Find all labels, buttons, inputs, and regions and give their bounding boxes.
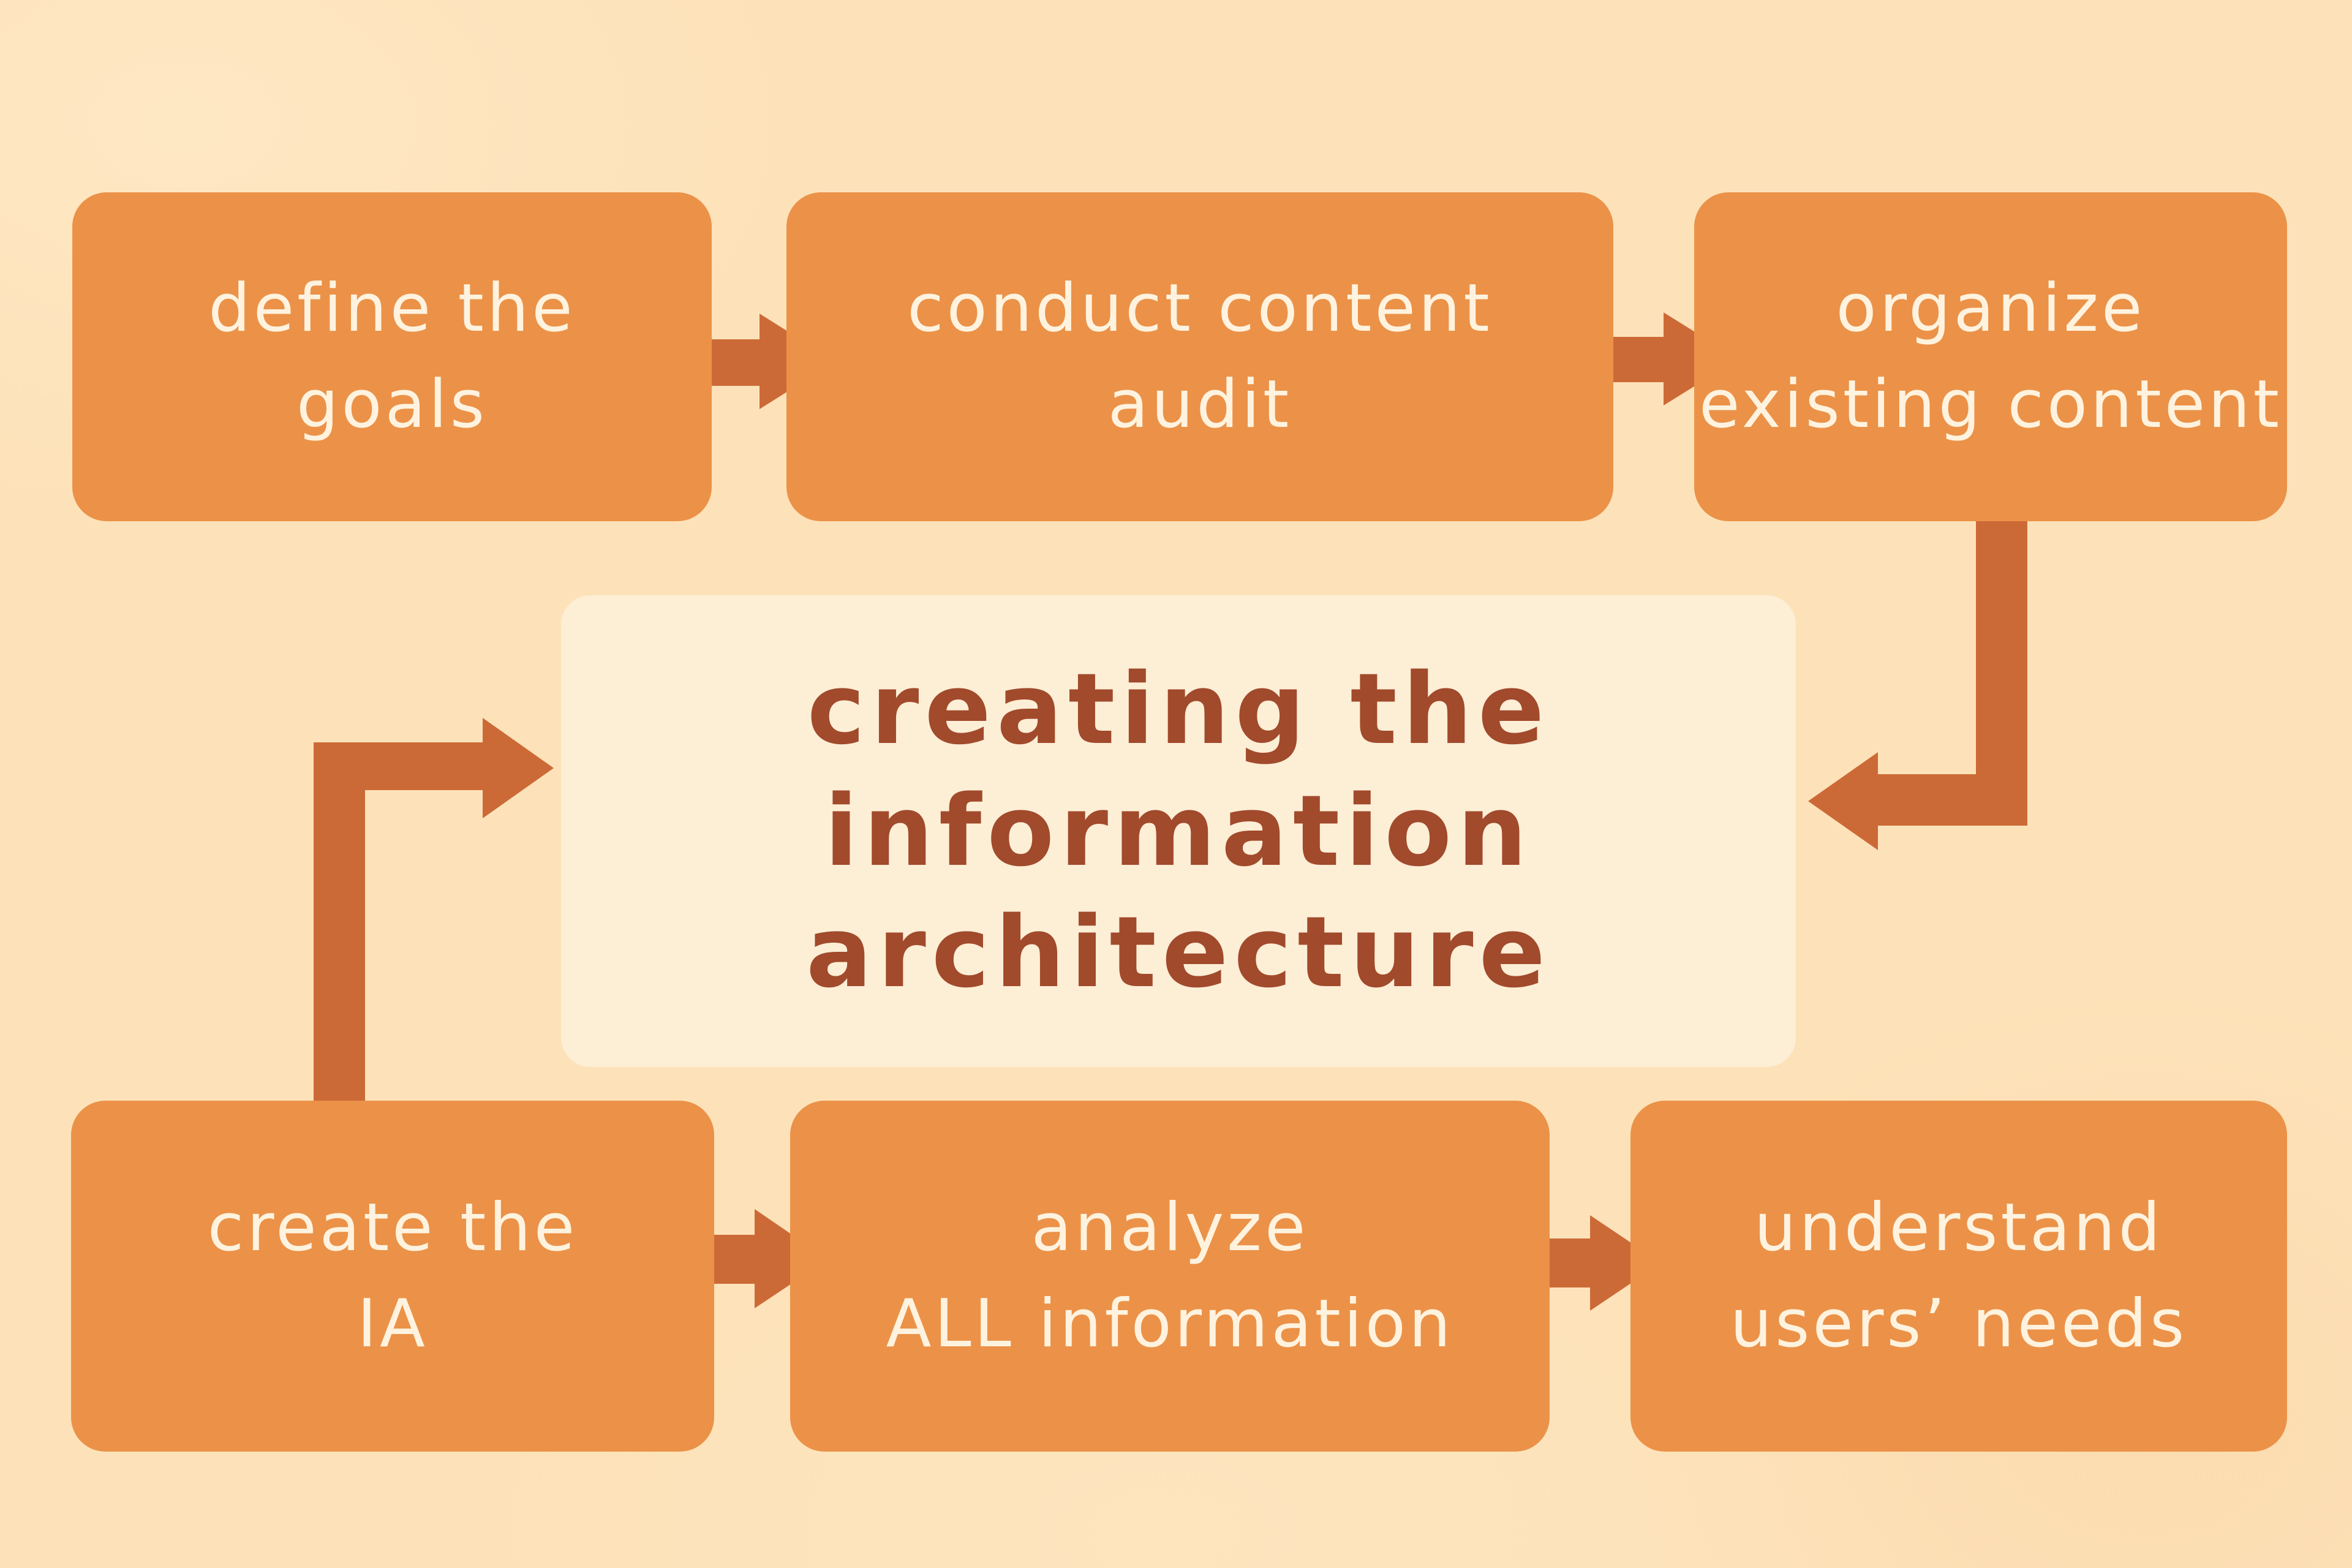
arrow-create-to-center [314,718,554,1101]
center-title-line: creating the [807,652,1550,767]
step-analyze-information: analyze ALL information [790,1101,1550,1452]
step-label-line: ALL information [886,1285,1454,1362]
step-content-audit: conduct content audit [786,192,1613,521]
step-organize-content: organize existing content [1694,192,2287,521]
step-label-line: audit [1107,366,1292,443]
step-label-line: goals [296,366,488,443]
step-create-ia: create the IA [71,1101,714,1452]
step-label-line: organize [1836,270,2146,347]
center-topic: creating the information architecture [561,595,1796,1067]
step-label-line: understand [1754,1189,2164,1266]
step-label-line: analyze [1031,1189,1309,1266]
step-label-line: define the [208,270,576,347]
arrow-organize-to-center [1808,521,2027,850]
arrow-audit-to-organize [1613,312,1738,405]
arrow-create-to-analyze [714,1209,828,1308]
center-title-line: architecture [805,895,1551,1010]
arrow-analyze-to-understand [1517,1215,1661,1311]
step-label-line: conduct content [907,270,1493,347]
step-label-line: create the [207,1189,578,1266]
step-label-line: existing content [1699,366,2282,443]
step-define-goals: define the goals [72,192,712,521]
arrow-define-to-audit [712,314,835,409]
step-label-line: IA [357,1285,428,1362]
center-title-line: information [824,773,1533,888]
step-understand-needs: understand users’ needs [1630,1101,2287,1452]
step-label-line: users’ needs [1730,1285,2188,1362]
